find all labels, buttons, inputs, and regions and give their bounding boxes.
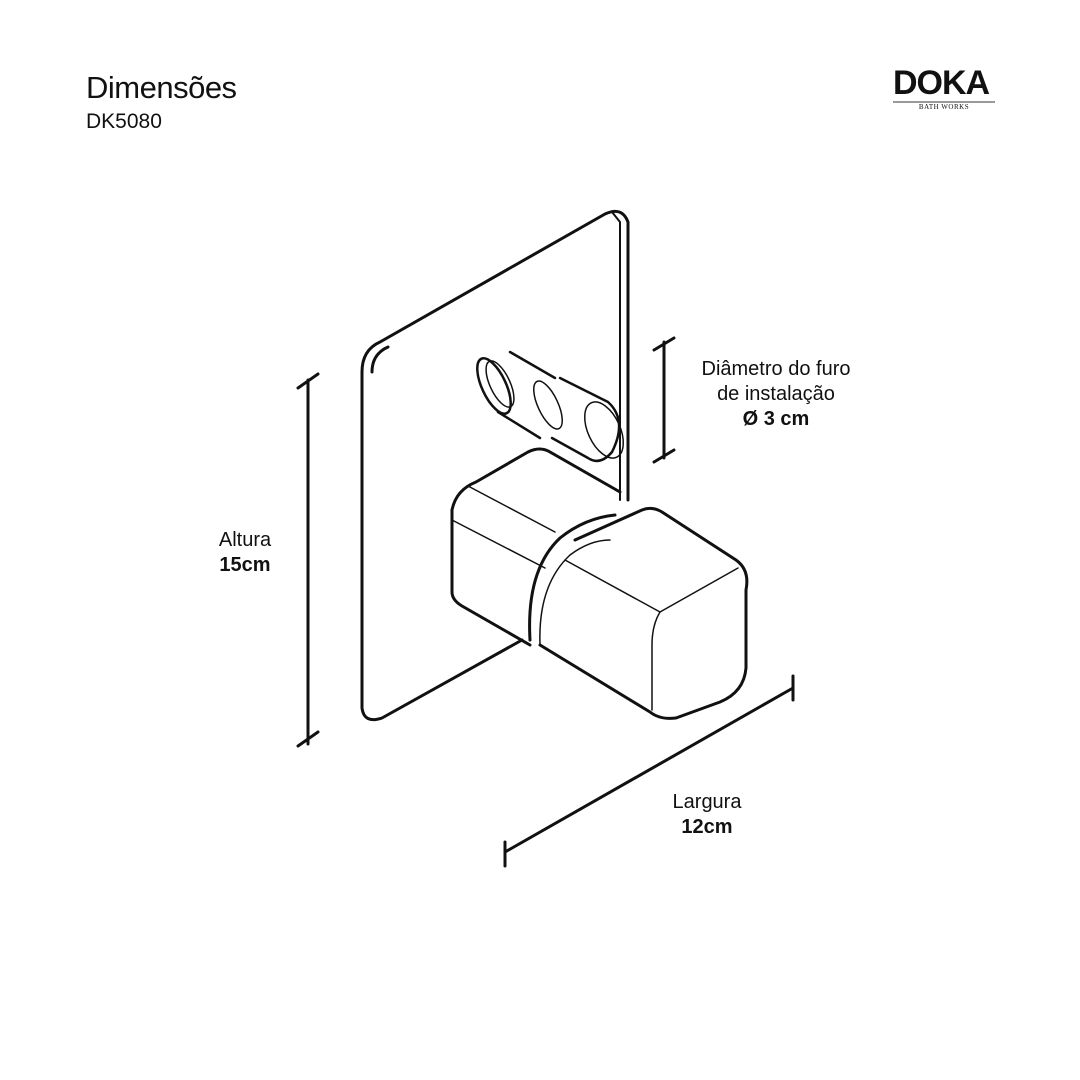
width-label: Largura 12cm [657, 790, 757, 840]
hole-label-line2: de instalação [717, 383, 835, 405]
model-code: DK5080 [86, 110, 162, 133]
width-dimension-line [503, 674, 795, 868]
height-label-text: Altura [218, 529, 272, 551]
mixer-handle [450, 447, 749, 720]
page-title: Dimensões [86, 70, 237, 105]
hole-dimension-line [652, 336, 676, 464]
brand-logo: DOKA BATH WORKS [893, 66, 995, 111]
hole-value: Ø 3 cm [742, 408, 810, 430]
logo-tagline: BATH WORKS [918, 103, 970, 111]
logo-wordmark: DOKA [893, 64, 990, 102]
wall-plate [360, 209, 630, 722]
height-label: Altura 15cm [195, 528, 295, 578]
hole-diameter-label: Diâmetro do furo de instalação Ø 3 cm [656, 357, 896, 432]
logo-rule [893, 101, 995, 103]
height-value: 15cm [219, 554, 271, 576]
hole-label-line1: Diâmetro do furo [701, 358, 851, 380]
width-value: 12cm [681, 816, 733, 838]
diverter-knob [476, 350, 625, 463]
width-label-text: Largura [672, 791, 742, 813]
height-dimension-line [296, 372, 320, 748]
